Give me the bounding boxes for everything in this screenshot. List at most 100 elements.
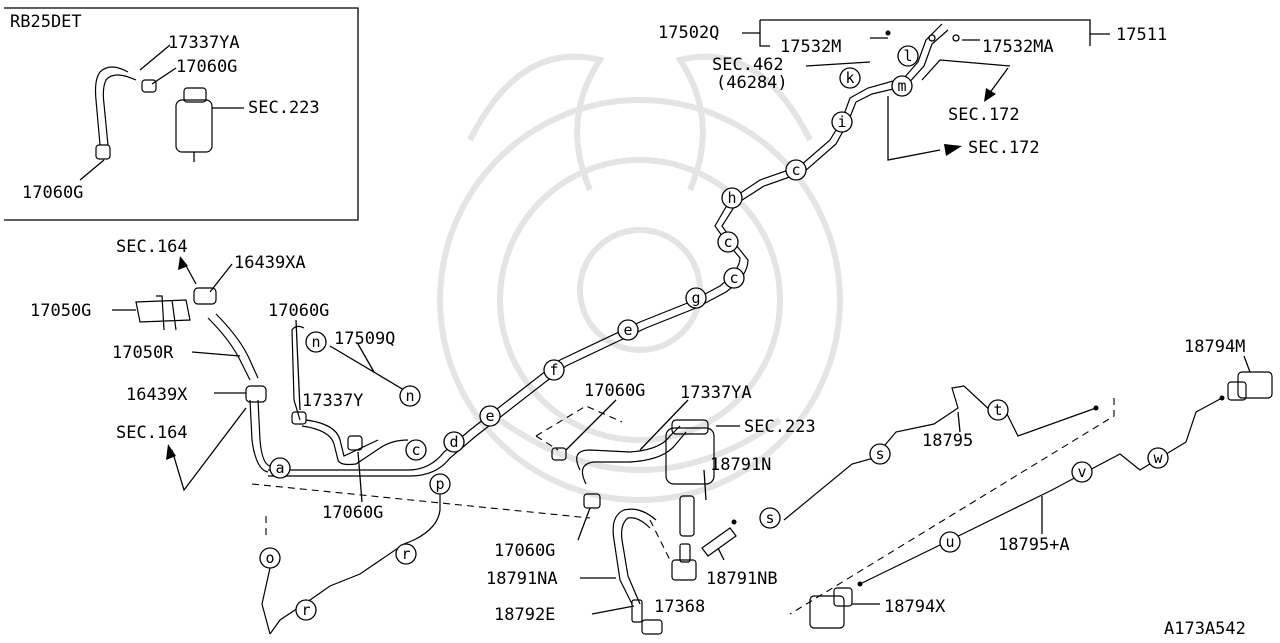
label-17060g-center: 17060G <box>584 381 645 401</box>
label-sec164-bottom: SEC.164 <box>116 423 188 443</box>
svg-text:f: f <box>549 361 558 379</box>
label-sec164-top: SEC.164 <box>116 237 188 257</box>
label-sec223-center: SEC.223 <box>744 417 816 437</box>
label-sec223-inset: SEC.223 <box>248 98 320 118</box>
label-17060g-mid: 17060G <box>268 301 329 321</box>
connector-c-3: c <box>717 231 739 253</box>
connector-icon <box>641 619 663 635</box>
connector-e-1: e <box>479 405 501 427</box>
connector-l: l <box>897 45 919 67</box>
label-18794x: 18794X <box>884 597 946 617</box>
svg-text:s: s <box>875 445 884 463</box>
svg-text:r: r <box>401 545 410 563</box>
connector-n-2: n <box>399 385 421 407</box>
connector-k: k <box>839 67 861 89</box>
tube-18791nb <box>701 527 737 557</box>
inset-clamp-icon <box>141 79 157 93</box>
svg-text:e: e <box>623 321 632 339</box>
arrow-icon <box>984 88 996 102</box>
label-18791nb: 18791NB <box>706 569 778 589</box>
bracket-icon <box>135 295 191 331</box>
svg-text:k: k <box>845 69 854 87</box>
svg-text:i: i <box>837 113 846 131</box>
svg-text:c: c <box>411 441 420 459</box>
hose-17050r <box>207 317 251 381</box>
connector-18794m-icon <box>1227 371 1273 401</box>
connector-r-2: r <box>295 599 317 621</box>
left-pipe <box>249 399 269 473</box>
label-sec172-a: SEC.172 <box>948 105 1020 125</box>
connector-r-1: r <box>395 543 417 565</box>
connector-i: i <box>831 111 853 133</box>
hose-17337y <box>301 425 409 466</box>
svg-text:c: c <box>729 269 738 287</box>
connector-e-2: e <box>617 319 639 341</box>
svg-text:c: c <box>723 233 732 251</box>
label-17060g-inset-top: 17060G <box>176 57 237 77</box>
inset-canister-icon <box>175 87 213 162</box>
connector-h: h <box>721 187 743 209</box>
arrow-icon <box>944 144 962 156</box>
label-18791n: 18791N <box>710 455 771 475</box>
label-18794m: 18794M <box>1184 337 1245 357</box>
inset-title: RB25DET <box>10 12 82 32</box>
clamp-icon <box>347 435 363 451</box>
label-18795: 18795 <box>922 431 973 451</box>
label-17060g-bottom: 17060G <box>494 541 555 561</box>
svg-text:n: n <box>311 333 320 351</box>
label-17532m: 17532M <box>780 37 841 57</box>
label-18795a: 18795+A <box>998 535 1070 555</box>
connector-u: u <box>939 531 961 553</box>
clip-icon <box>928 34 936 42</box>
connector-s-1: s <box>869 443 891 465</box>
connector-c-2: c <box>723 267 745 289</box>
label-17050r: 17050R <box>112 343 174 363</box>
label-sec462: SEC.462 <box>712 55 784 75</box>
label-16439xa: 16439XA <box>234 253 306 273</box>
svg-text:l: l <box>903 47 912 65</box>
svg-text:c: c <box>791 161 800 179</box>
connector-n-1: n <box>305 331 327 353</box>
svg-text:g: g <box>691 289 700 307</box>
pipe-18795 <box>783 385 993 521</box>
label-sec172-b: SEC.172 <box>968 138 1040 158</box>
svg-text:r: r <box>301 601 310 619</box>
clip-icon <box>952 34 960 42</box>
inset-frame <box>4 7 359 221</box>
connector-v: v <box>1071 461 1093 483</box>
label-17050g: 17050G <box>30 301 91 321</box>
connector-18794x-icon <box>809 587 853 629</box>
label-16439x: 16439X <box>126 385 188 405</box>
connector-a: a <box>269 457 291 479</box>
connector-m: m <box>891 75 913 97</box>
label-sec462-sub: (46284) <box>716 73 788 93</box>
arrow-icon <box>178 256 188 270</box>
clamp-icon <box>291 411 307 425</box>
connector-w: w <box>1147 447 1169 469</box>
svg-text:v: v <box>1077 463 1086 481</box>
arrow-icon <box>166 444 176 460</box>
connector-icon <box>631 599 643 623</box>
svg-text:e: e <box>485 407 494 425</box>
connector-d: d <box>443 431 465 453</box>
return-pipe <box>269 494 441 635</box>
svg-text:u: u <box>945 533 954 551</box>
label-17502q: 17502Q <box>658 23 719 43</box>
label-18791na: 18791NA <box>486 569 558 589</box>
connector-c-1: c <box>405 439 427 461</box>
svg-text:p: p <box>435 475 444 493</box>
junction-dot <box>885 30 891 36</box>
svg-text:m: m <box>897 77 906 95</box>
label-17511: 17511 <box>1116 25 1167 45</box>
pipe-18795a <box>859 397 1223 585</box>
hose-18791na <box>612 508 657 605</box>
connector-s-2: s <box>759 507 781 529</box>
label-17337ya-center: 17337YA <box>680 383 752 403</box>
svg-text:d: d <box>449 433 458 451</box>
label-17368: 17368 <box>654 597 705 617</box>
label-17532ma: 17532MA <box>982 37 1054 57</box>
hose-17337ya <box>576 425 681 471</box>
tube-18791n <box>679 495 695 537</box>
